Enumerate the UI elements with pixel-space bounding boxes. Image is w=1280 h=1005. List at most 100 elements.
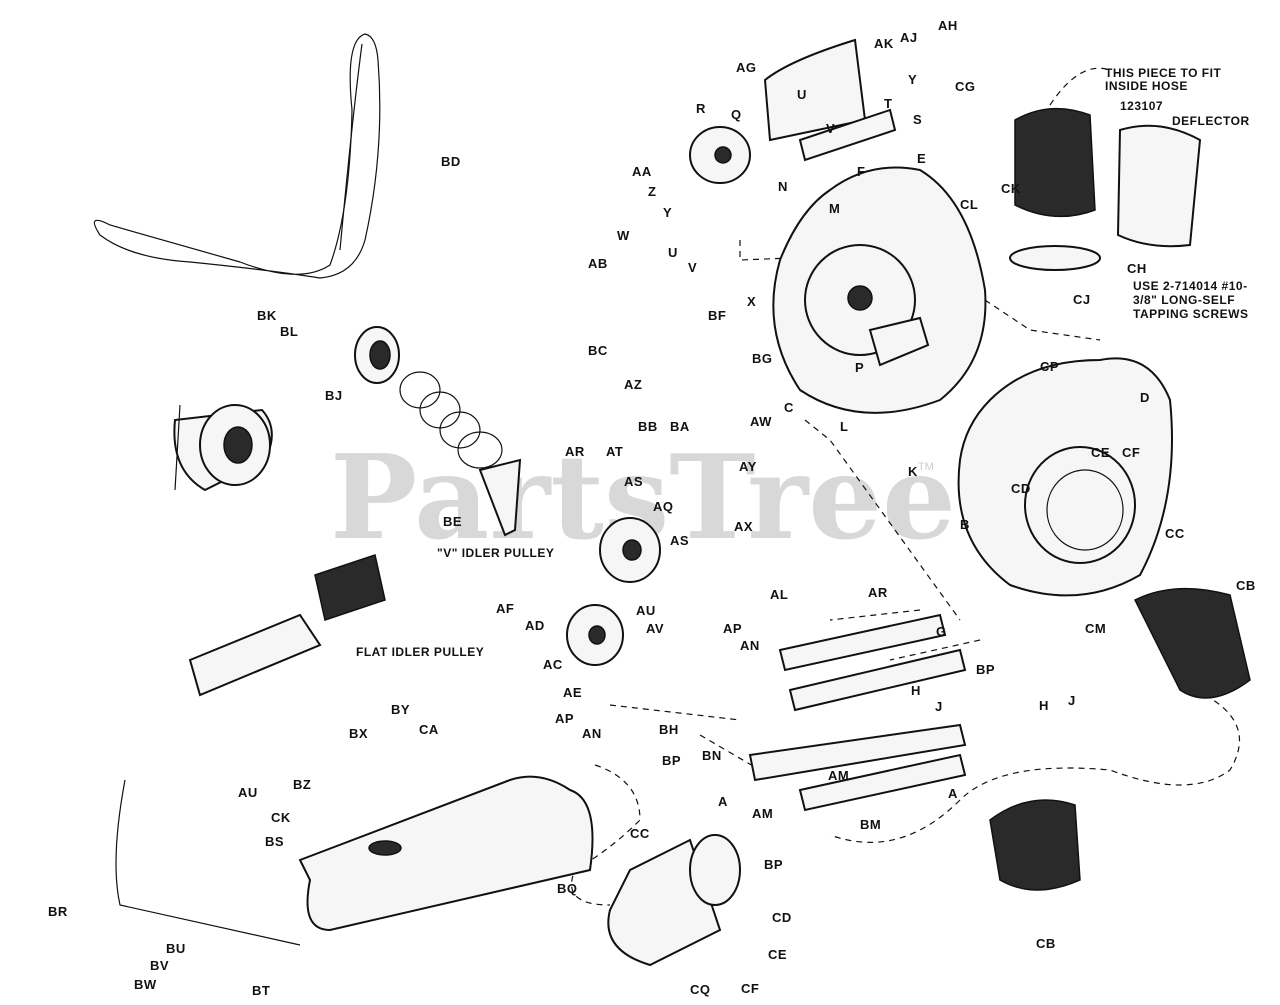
callout-label: AH [938,18,958,33]
callout-label: BP [764,857,783,872]
callout-label: AC [543,657,563,672]
callout-label: AP [723,621,742,636]
callout-label: AN [582,726,602,741]
callout-label: AY [739,459,757,474]
callout-label: CK [1001,181,1021,196]
callout-label: S [913,112,922,127]
callout-label: AM [828,768,849,783]
callout-label: AW [750,414,772,429]
callout-label: P [855,360,864,375]
callout-label: BE [443,514,462,529]
callout-label: Y [908,72,917,87]
callout-label: AL [770,587,788,602]
callout-label: A [948,786,958,801]
hose-left [188,554,386,697]
callout-label: H [1039,698,1049,713]
callout-label: Z [648,184,656,199]
nozzle-bq [298,775,594,932]
callout-label: BU [166,941,186,956]
callout-label: N [778,179,788,194]
engine-pulley-assembly [173,404,273,492]
handle-br [115,779,301,946]
callout-label: BR [48,904,68,919]
callout-label: CP [1040,359,1059,374]
callout-label: CC [1165,526,1185,541]
callout-label: CC [630,826,650,841]
callout-label: B [960,517,970,532]
callout-label: BP [976,662,995,677]
callout-label: R [696,101,706,116]
blower-housing-b [957,357,1173,597]
hose-cg [1009,107,1101,271]
callout-label: BJ [325,388,343,403]
callout-label: T [884,96,892,111]
callout-label: U [668,245,678,260]
callout-label: CL [960,197,978,212]
bracket-be [478,458,522,537]
callout-label: BX [349,726,368,741]
callout-label: BW [134,977,157,992]
callout-label: CG [955,79,976,94]
callout-label: CB [1236,578,1256,593]
note-screws-line3: TAPPING SCREWS [1133,307,1248,321]
flat-idler-pulley [566,604,624,666]
callout-label: X [747,294,756,309]
callout-label: V [826,121,835,136]
callout-label: AV [646,621,664,636]
note-screws-line2: 3/8" LONG-SELF [1133,293,1235,307]
callout-label: AT [606,444,623,459]
callout-label: AU [238,785,258,800]
blower-housing-c [772,166,987,414]
callout-label: AZ [624,377,642,392]
callout-label: BG [752,351,773,366]
watermark-trademark: TM [918,461,934,473]
callout-label: CH [1127,261,1147,276]
callout-label: BK [257,308,277,323]
callout-label: CD [1011,481,1031,496]
callout-label: BD [441,154,461,169]
callout-label: AB [588,256,608,271]
v-idler-pulley [599,517,661,583]
callout-label: BP [662,753,681,768]
callout-label: AR [565,444,585,459]
callout-label: AA [632,164,652,179]
note-deflector: DEFLECTOR [1172,114,1250,128]
callout-label: BA [670,419,690,434]
callout-label: L [840,419,848,434]
callout-label: CM [1085,621,1106,636]
assembly-dashed-lines [570,67,1240,906]
note-fit-hose-line1: THIS PIECE TO FIT [1105,66,1221,80]
callout-label: AG [736,60,757,75]
note-flat-idler-pulley: FLAT IDLER PULLEY [356,645,484,659]
bracket-ag [689,38,897,184]
callout-label: A [718,794,728,809]
callout-label: BB [638,419,658,434]
callout-label: Q [731,107,742,122]
callout-label: BC [588,343,608,358]
callout-label: CF [1122,445,1140,460]
chute-cq [607,834,741,967]
callout-label: AJ [900,30,918,45]
callout-label: BH [659,722,679,737]
note-v-idler-pulley: "V" IDLER PULLEY [437,546,554,560]
callout-label: AX [734,519,753,534]
callout-label: CK [271,810,291,825]
hose-cb-upper [1133,587,1251,699]
v-belt-bd [93,33,381,279]
callout-label: CB [1036,936,1056,951]
deflector [1116,124,1202,248]
callout-label: AD [525,618,545,633]
callout-label: M [829,201,840,216]
callout-label: AF [496,601,514,616]
callout-label: W [617,228,630,243]
callout-label: BT [252,983,270,998]
note-part-number: 123107 [1120,99,1163,113]
callout-label: AE [563,685,582,700]
hose-cb-lower [989,799,1081,891]
note-fit-hose-line2: INSIDE HOSE [1105,79,1188,93]
callout-label: Y [663,205,672,220]
callout-label: BY [391,702,410,717]
callout-label: G [936,624,947,639]
callout-label: CJ [1073,292,1091,307]
